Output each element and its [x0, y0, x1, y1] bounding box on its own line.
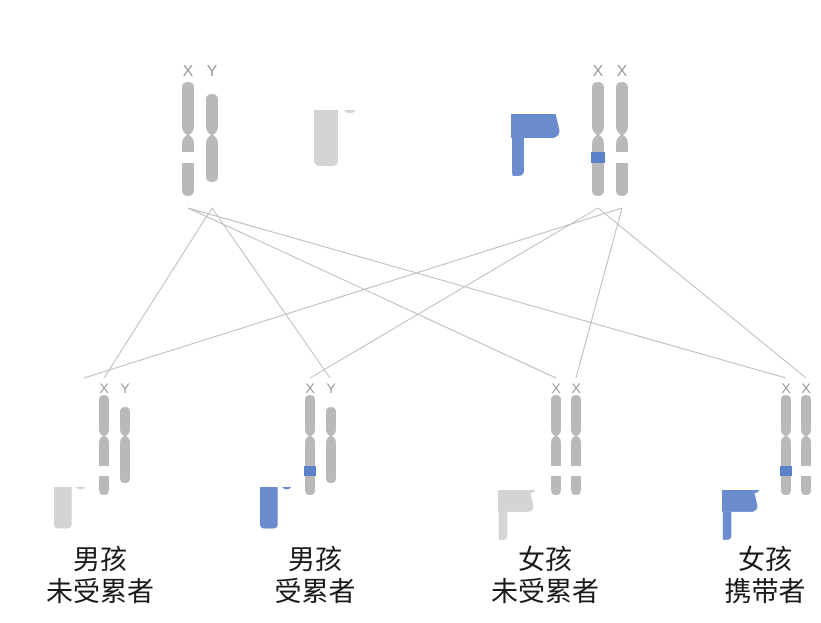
line-father-x-to-child4 — [187, 207, 787, 379]
child-3-caption-line1: 女孩 — [518, 545, 572, 576]
child-3-chromosome-x2 — [570, 395, 582, 495]
child-3-chromosome-pair — [550, 395, 582, 495]
child-2-chromosome-pair — [304, 395, 336, 495]
child-2-caption-line1: 男孩 — [288, 545, 342, 576]
line-father-x-to-child3 — [187, 207, 557, 379]
child-1-chromosome-x — [98, 395, 110, 495]
line-mother-x1-to-child4 — [597, 207, 807, 379]
child-1-caption-line2: 未受累者 — [46, 576, 154, 608]
parent-mother[interactable] — [460, 0, 629, 196]
child-4-chromosome-x2 — [800, 395, 812, 495]
child-2-caption: 男孩 受累者 — [215, 545, 415, 609]
line-mother-x2-to-child1 — [83, 207, 623, 379]
child-3-chromosome-x1-label: X — [551, 380, 561, 396]
father-chromosome-x-label: X — [182, 63, 194, 80]
child-1-caption-line1: 男孩 — [73, 545, 127, 576]
child-4-figure — [684, 404, 760, 540]
father-chromosome-pair — [181, 82, 218, 196]
child-4-chromosome-pair — [780, 395, 812, 495]
child-3-figure — [460, 404, 536, 540]
child-2-chromosome-y — [326, 407, 336, 483]
parent-father[interactable] — [181, 0, 357, 196]
mother-chromosome-x2 — [615, 82, 629, 196]
child-4-caption-line1: 女孩 — [738, 545, 792, 576]
father-chromosome-x — [181, 82, 195, 196]
mother-chromosome-x1-label: X — [592, 63, 604, 80]
child-2-figure — [222, 398, 292, 529]
child-4-chromosome-x1-label: X — [781, 380, 791, 396]
line-mother-x2-to-child3 — [575, 207, 623, 379]
child-3-chromosome-x2-label: X — [571, 380, 581, 396]
child-1-chromosome-pair — [98, 395, 130, 495]
child-4-caption: 女孩 携带者 — [665, 545, 821, 609]
child-4-caption-line2: 携带者 — [724, 576, 806, 608]
line-mother-x1-to-child2 — [309, 207, 599, 379]
child-4-chromosome-x1 — [780, 395, 792, 495]
father-chromosome-y — [206, 94, 218, 182]
mother-figure — [460, 0, 562, 176]
mother-chromosome-x1 — [591, 82, 605, 196]
child-2-chromosome-x-label: X — [305, 380, 315, 396]
child-1-chromosome-y — [120, 407, 130, 483]
child-1-caption: 男孩 未受累者 — [0, 545, 200, 609]
child-4-chromosome-x2-label: X — [801, 380, 811, 396]
child-4-group[interactable] — [684, 395, 812, 540]
child-3-caption: 女孩 未受累者 — [445, 545, 645, 609]
child-3-chromosome-x1 — [550, 395, 562, 495]
child-3-caption-line2: 未受累者 — [491, 576, 599, 608]
child-1-chromosome-x-label: X — [99, 380, 109, 396]
father-figure — [263, 0, 357, 166]
father-chromosome-y-label: Y — [206, 63, 218, 80]
mother-chromosome-x2-label: X — [616, 63, 628, 80]
mother-chromosome-pair — [591, 82, 629, 196]
child-3-group[interactable] — [460, 395, 582, 540]
line-father-y-to-child2 — [211, 207, 331, 379]
child-1-group[interactable] — [16, 395, 130, 529]
child-1-figure — [16, 398, 86, 529]
child-1-chromosome-y-label: Y — [120, 380, 130, 396]
child-2-caption-line2: 受累者 — [274, 576, 356, 608]
child-2-chromosome-x — [304, 395, 316, 495]
child-2-chromosome-y-label: Y — [326, 380, 336, 396]
line-father-y-to-child1 — [103, 207, 213, 379]
child-2-group[interactable] — [222, 395, 336, 529]
